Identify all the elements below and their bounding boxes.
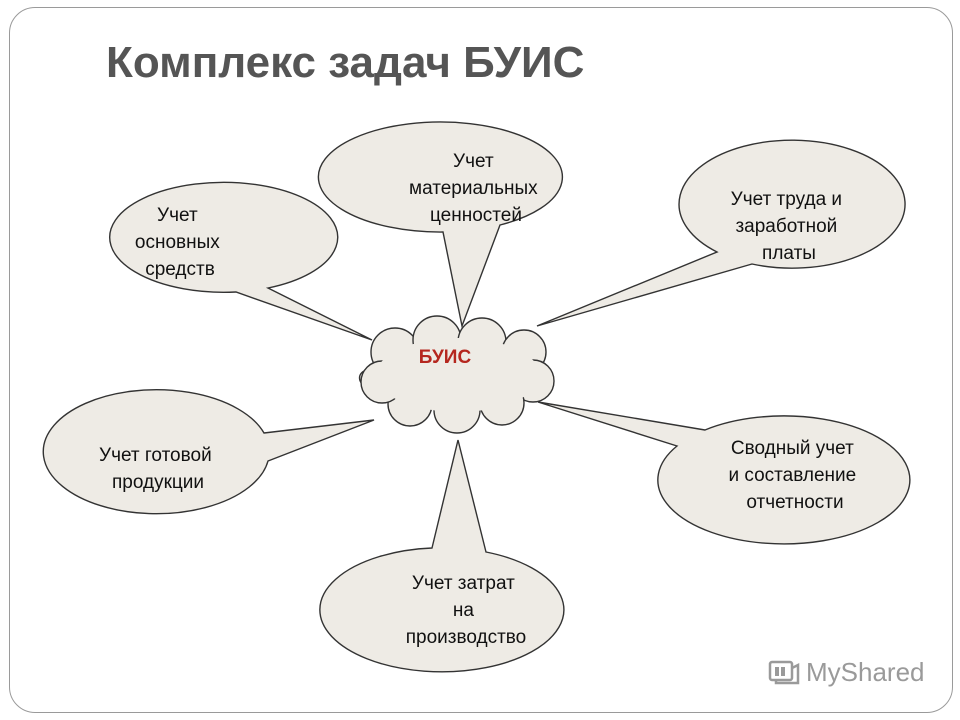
page-title: Комплекс задач БУИС	[106, 38, 585, 87]
center-label: БУИС	[419, 347, 472, 368]
node-label-zatraty: Учет затрат на производство	[406, 573, 527, 648]
myshared-logo-icon	[768, 656, 800, 688]
center-cloud	[358, 315, 555, 434]
node-label-osnovnye: Учет основных средств	[135, 205, 225, 280]
watermark: MyShared	[768, 656, 925, 688]
node-zatraty	[319, 439, 565, 673]
node-trud	[536, 139, 906, 327]
node-label-svodny: Сводный учет и составление отчетности	[729, 438, 862, 513]
watermark-text: MyShared	[806, 656, 925, 687]
node-svodny	[537, 401, 911, 545]
node-materialnye	[317, 121, 564, 329]
node-label-trud: Учет труда и заработной платы	[731, 189, 848, 264]
node-label-gotovaya: Учет готовой продукции	[99, 445, 217, 493]
node-gotovaya	[42, 389, 375, 515]
node-osnovnye	[109, 181, 373, 341]
node-label-materialnye: Учет материальных ценностей	[409, 151, 543, 226]
